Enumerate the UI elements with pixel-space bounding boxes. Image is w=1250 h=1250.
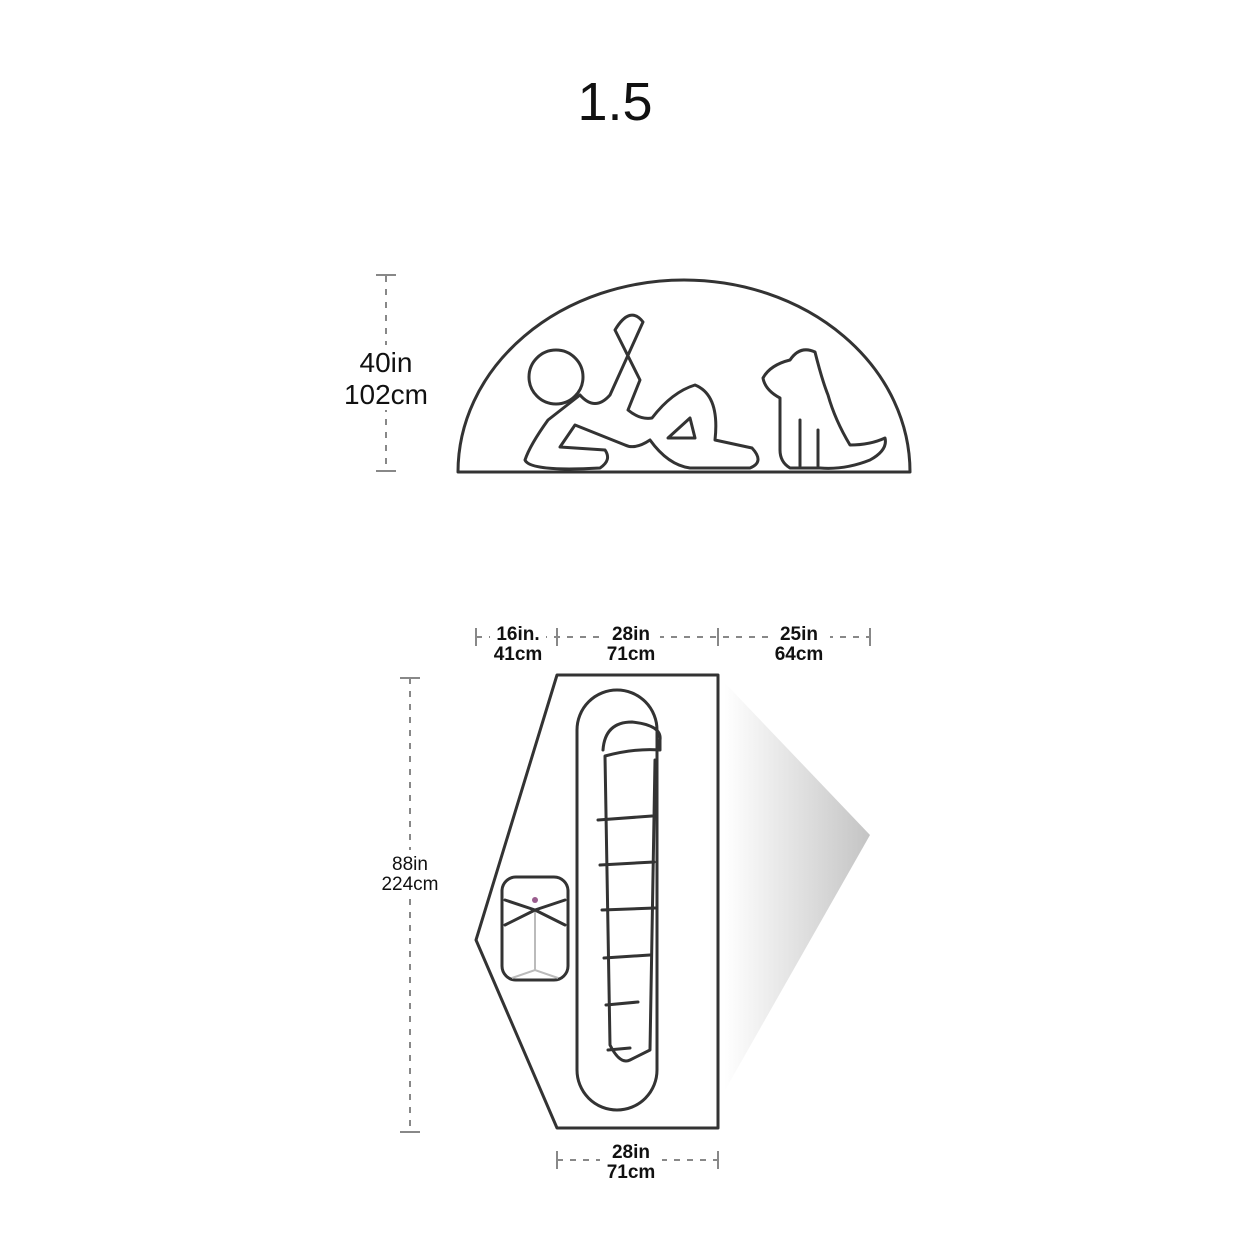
tent-floor-outline bbox=[474, 673, 720, 1130]
dog-icon bbox=[761, 348, 887, 470]
sleeping-bag-icon bbox=[575, 688, 662, 1112]
length-in-label: 88in bbox=[392, 854, 428, 875]
vestibule-right-width-cm: 64cm bbox=[775, 644, 824, 665]
vestibule-left-width-in: 16in. bbox=[496, 624, 539, 645]
floor-width-cm: 71cm bbox=[607, 644, 656, 665]
height-in-label: 40in bbox=[360, 347, 413, 378]
side-view: 40in 102cm bbox=[335, 274, 912, 474]
floor-plan: 16in. 41cm 28in 71cm 25in 64cm 88in 224c… bbox=[372, 622, 871, 1183]
length-cm-label: 224cm bbox=[381, 874, 438, 895]
backpack-icon bbox=[500, 875, 570, 982]
bottom-width-cm: 71cm bbox=[607, 1162, 656, 1183]
vestibule-left-width-cm: 41cm bbox=[494, 644, 543, 665]
height-cm-label: 102cm bbox=[344, 379, 428, 410]
floor-width-in: 28in bbox=[612, 624, 650, 645]
person-icon bbox=[523, 313, 760, 471]
tent-dome-outline bbox=[456, 278, 912, 474]
bottom-width-in: 28in bbox=[612, 1142, 650, 1163]
vestibule-area bbox=[724, 682, 870, 1092]
vestibule-right-width-in: 25in bbox=[780, 624, 818, 645]
capacity-title: 1.5 bbox=[577, 72, 652, 132]
